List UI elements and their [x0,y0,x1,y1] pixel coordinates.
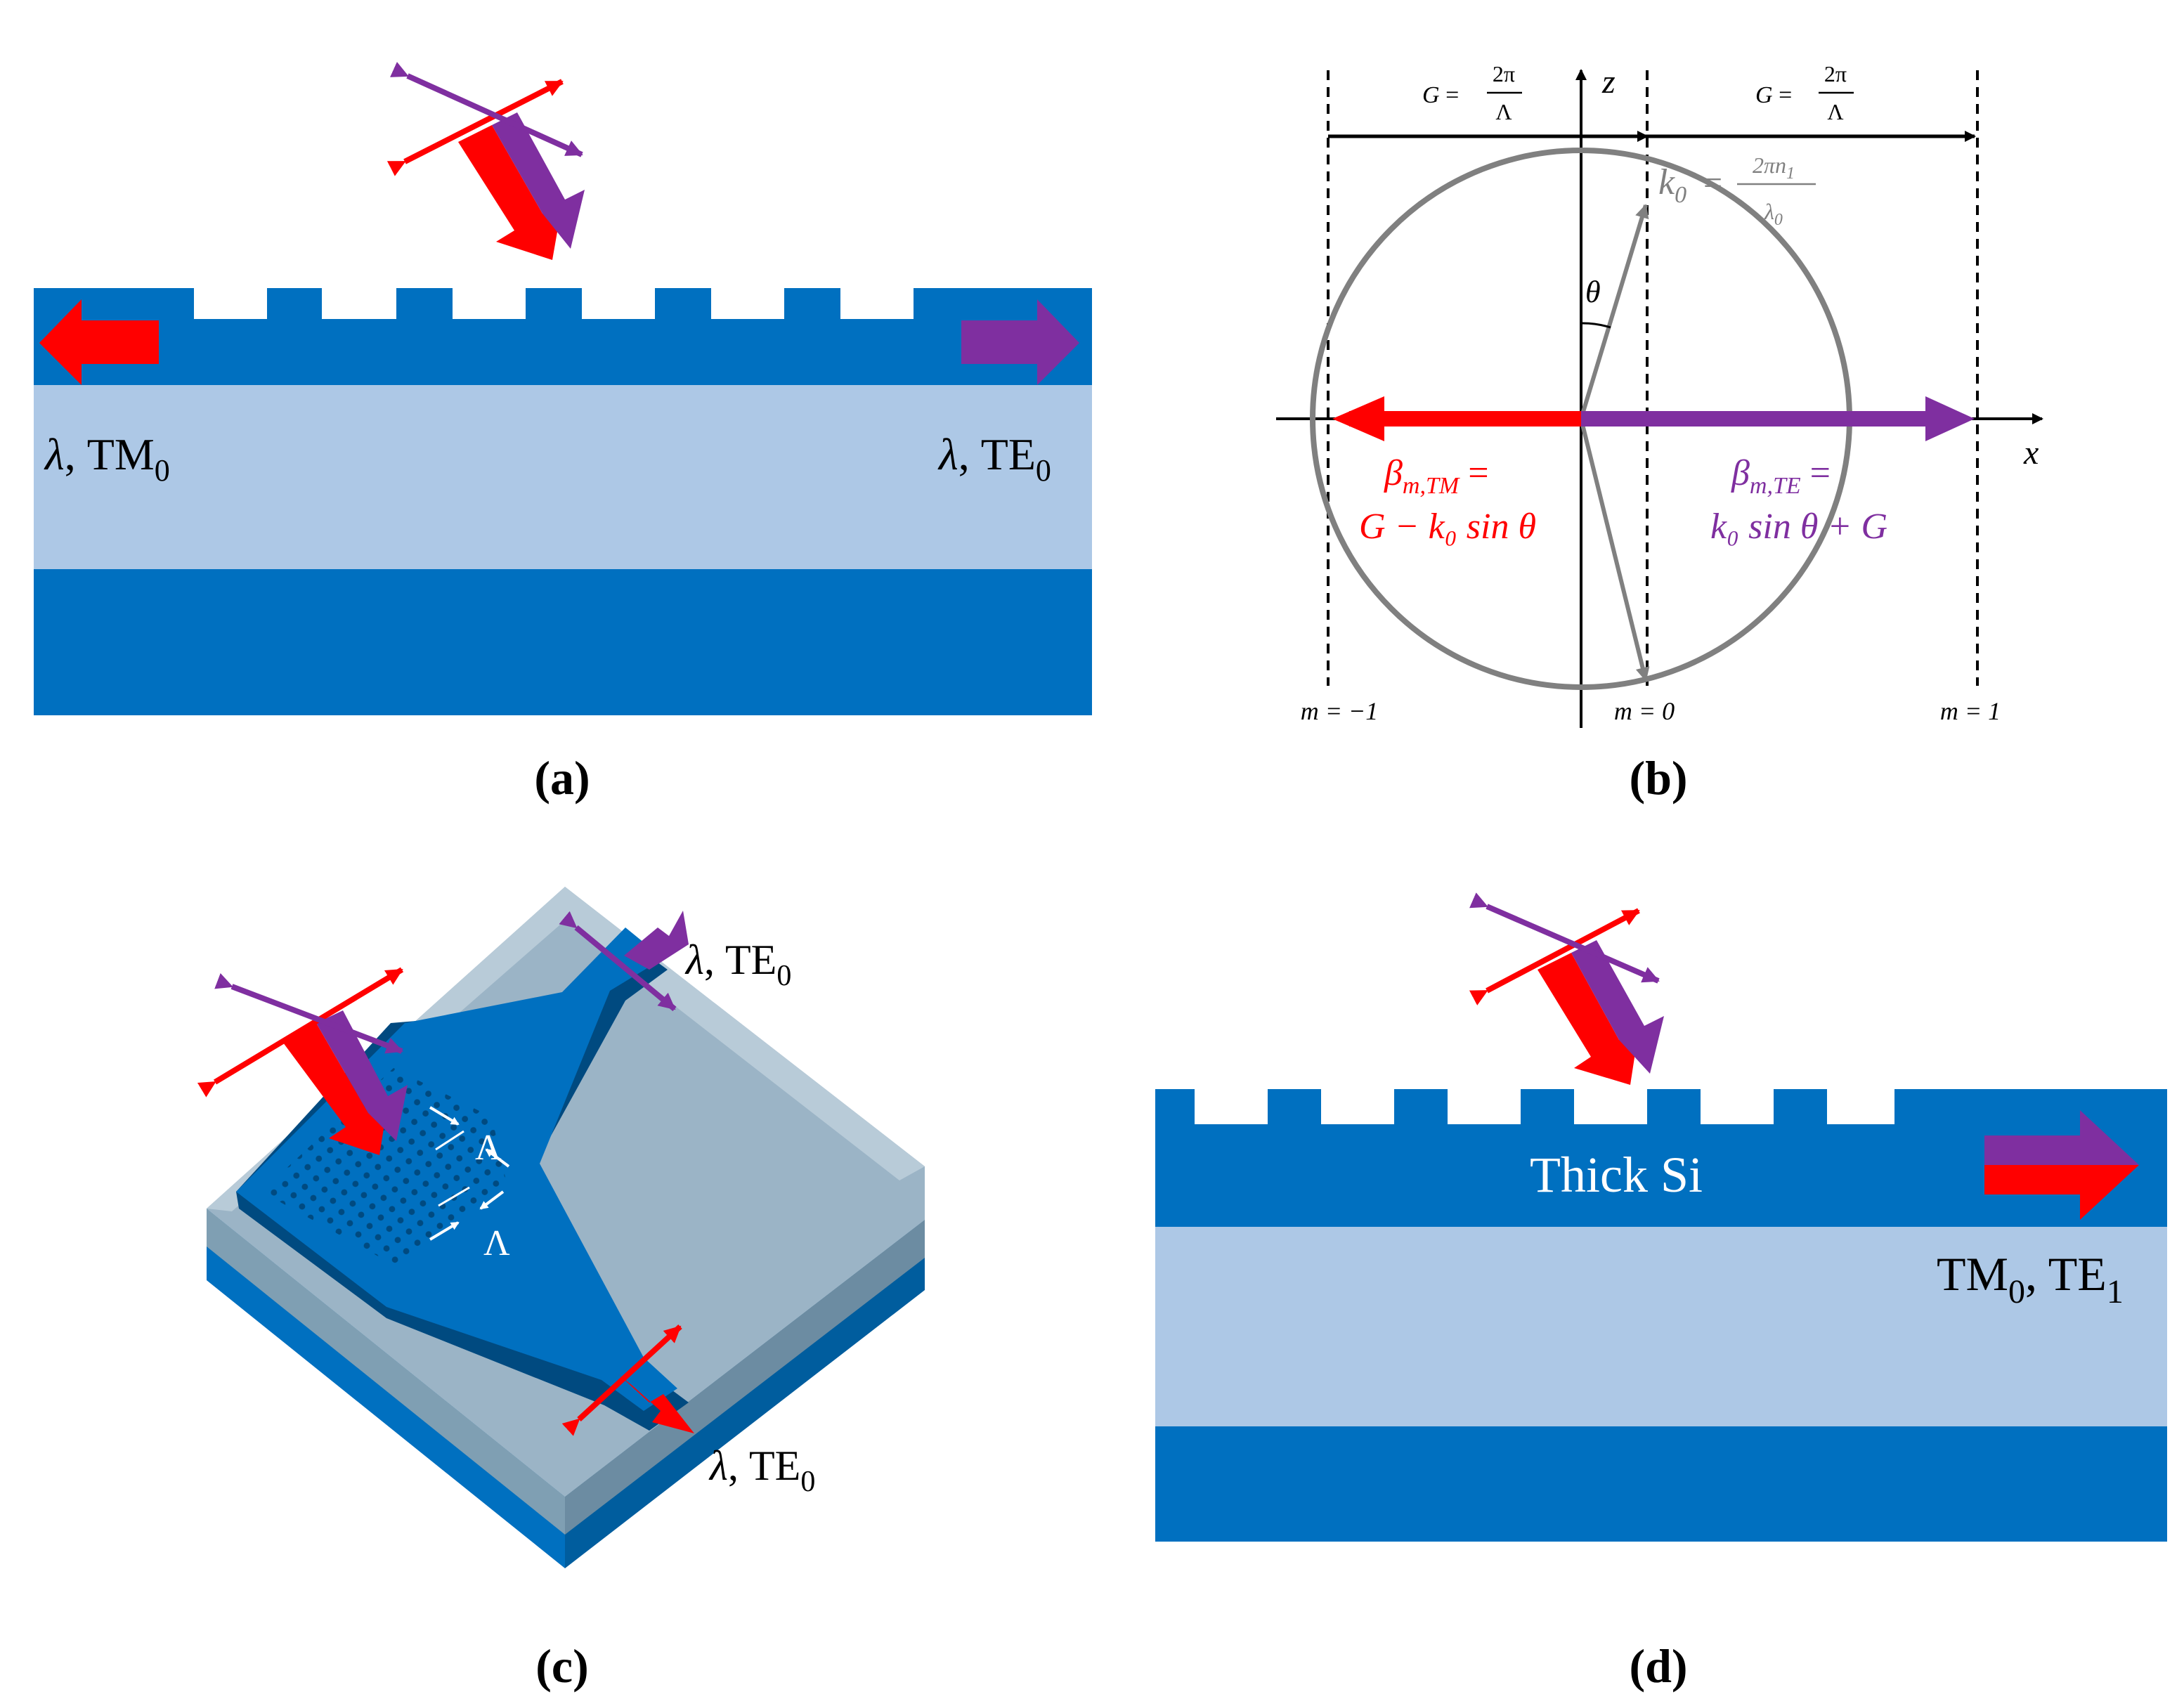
svg-text:2π: 2π [1493,61,1515,86]
theta-arc [1580,322,1611,329]
incident-beam [386,62,585,260]
g-label-left: G = 2π Λ [1422,61,1522,124]
chip-incident-beam [197,967,408,1155]
caption-c: (c) [535,1639,588,1693]
polarization-purple-arrow [390,62,583,157]
bottom-substrate-layer [1155,1426,2167,1542]
mode-label-d: TM0, TE1 [1937,1247,2124,1310]
caption-d: (d) [1629,1639,1687,1693]
svg-text:=: = [1703,164,1722,202]
period-markers [429,1106,510,1241]
order-label-m1: m = 1 [1940,697,2001,725]
incident-k-vector [1579,204,1649,419]
polarization-purple-arrow-d [1469,892,1660,984]
period-label-bottom: Λ [483,1223,510,1263]
thick-si-grating-layer [1155,1089,2167,1227]
svg-text:λ0: λ0 [1764,199,1783,229]
top-output-label: λ, TE0 [684,937,791,992]
tm0-mode-label: λ, TM0 [44,429,170,488]
tm-output-arrow [39,299,159,385]
z-axis-label: z [1601,63,1616,100]
incident-beam-d [1469,892,1664,1085]
beta-tm-label-line1: βm,TM = [1384,453,1489,499]
te-output-arrow [961,299,1079,385]
period-label-top: Λ [475,1128,502,1168]
grating-waveguide-layer [34,288,1092,385]
caption-a: (a) [534,751,590,805]
output-arrow-purple [1984,1110,2139,1165]
panel-d: Thick Si TM0, TE1 (d) [1155,892,2167,1693]
oxide-layer [34,385,1092,569]
theta-label: θ [1585,275,1601,309]
panel-b: G = 2π Λ G = 2π Λ z x θ k0 = 2πn1 λ0 [1276,61,2043,805]
svg-text:G =: G = [1755,82,1792,108]
panel-a: λ, TM0 λ, TE0 (a) [34,62,1092,805]
chip-polarization-purple [214,972,403,1054]
bottom-output-port [561,1324,694,1436]
svg-text:G =: G = [1422,82,1459,108]
thick-si-label: Thick Si [1530,1147,1703,1203]
beta-te-label-line1: βm,TE = [1731,453,1831,499]
chip-cladding-right-side [565,1220,925,1535]
caption-b: (b) [1629,751,1687,805]
top-output-port [559,911,689,1012]
panel-c: Λ Λ λ, TE0 λ, TE0 (c) [197,887,925,1693]
order-label-m0: m = 0 [1614,697,1675,725]
beta-tm-label-line2: G − k₀ sin θ [1359,507,1536,547]
order-label-m-1: m = −1 [1301,697,1379,725]
bottom-substrate-layer [34,569,1092,715]
k0-label: k0 = 2πn1 λ0 [1658,152,1816,229]
oxide-layer [1155,1227,2167,1426]
x-axis-label: x [2023,434,2039,471]
chip-cladding-left-side [207,1209,565,1535]
bottom-output-polarization [561,1324,682,1436]
svg-text:2πn1: 2πn1 [1753,152,1795,183]
bottom-output-label: λ, TE0 [708,1443,815,1498]
te0-mode-label: λ, TE0 [937,429,1051,488]
reflected-k-vector [1579,418,1650,682]
svg-text:Λ: Λ [1827,99,1843,124]
svg-text:Λ: Λ [1495,99,1512,124]
beta-te-arrowhead [1925,396,1975,441]
svg-text:2π: 2π [1824,61,1847,86]
g-label-right: G = 2π Λ [1755,61,1854,124]
svg-text:k0: k0 [1658,162,1686,208]
beta-te-label-line2: k₀ sin θ + G [1710,507,1887,547]
top-output-polarization [559,911,677,1012]
beta-tm-arrowhead [1332,396,1384,441]
output-arrow-red [1984,1165,2139,1220]
